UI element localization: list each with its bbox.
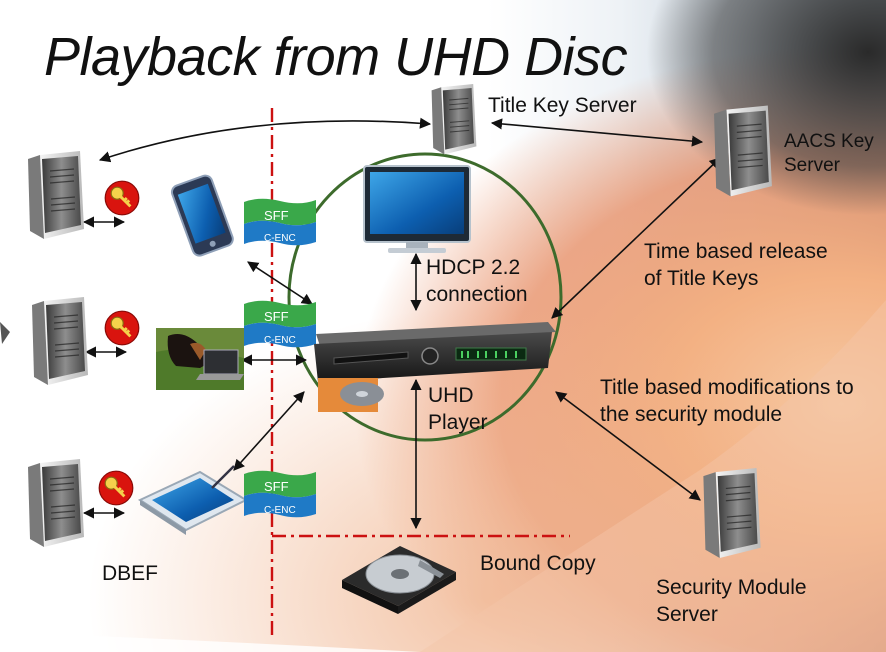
title-key-server-icon: [431, 84, 477, 155]
dbef-label: DBEF: [102, 562, 159, 585]
bound-copy-label: Bound Copy: [480, 552, 596, 575]
monitor-icon: [363, 165, 471, 253]
package-1-sff-label: SFF: [264, 208, 289, 223]
aacs-key-server-icon: [713, 104, 773, 198]
hard-disk-icon: [342, 546, 456, 614]
arrow-tablet-to-player: [233, 391, 305, 471]
arrow-title-key-server-to-dbef-top: [98, 117, 432, 163]
package-3-cenc-label: C-ENC: [264, 505, 296, 516]
arrow-player-to-aacs: [551, 157, 721, 319]
package-3-sff-label: SFF: [264, 479, 289, 494]
security-module-server-label: Security Module Server: [656, 576, 807, 626]
uhd-player-label: UHD Player: [428, 384, 488, 434]
slide-title: Playback from UHD Disc: [44, 27, 628, 87]
dbef-server-2-icon: [31, 296, 89, 386]
title-key-server-label: Title Key Server: [488, 94, 637, 117]
key-icon: [104, 180, 140, 216]
dbef-server-3-icon: [27, 458, 85, 548]
key-icon: [98, 470, 134, 506]
title-based-modifications-label: Title based modifications to the securit…: [600, 376, 854, 426]
dbef-server-1-icon: [27, 150, 85, 240]
key-icon: [104, 310, 140, 346]
package-2-cenc-label: C-ENC: [264, 335, 296, 346]
arrow-player-to-security: [555, 391, 701, 501]
package-1-cenc-label: C-ENC: [264, 233, 296, 244]
security-module-server-icon: [702, 468, 762, 559]
tablet-icon: [137, 465, 249, 535]
uhd-player-icon: [314, 322, 556, 412]
arrow-title-key-to-aacs: [490, 118, 704, 147]
left-edge-pointer: [0, 322, 10, 344]
trust-boundary: [270, 108, 570, 640]
smartphone-icon: [170, 174, 234, 257]
aacs-key-server-label: AACS Key Server: [784, 131, 874, 176]
time-based-release-label: Time based release of Title Keys: [644, 240, 828, 290]
hdcp-connection-label: HDCP 2.2 connection: [426, 256, 528, 306]
laptop-icon: [156, 328, 244, 390]
arrow-phone-to-player: [247, 261, 313, 305]
package-2-sff-label: SFF: [264, 309, 289, 324]
connector-arrows: [82, 117, 721, 530]
